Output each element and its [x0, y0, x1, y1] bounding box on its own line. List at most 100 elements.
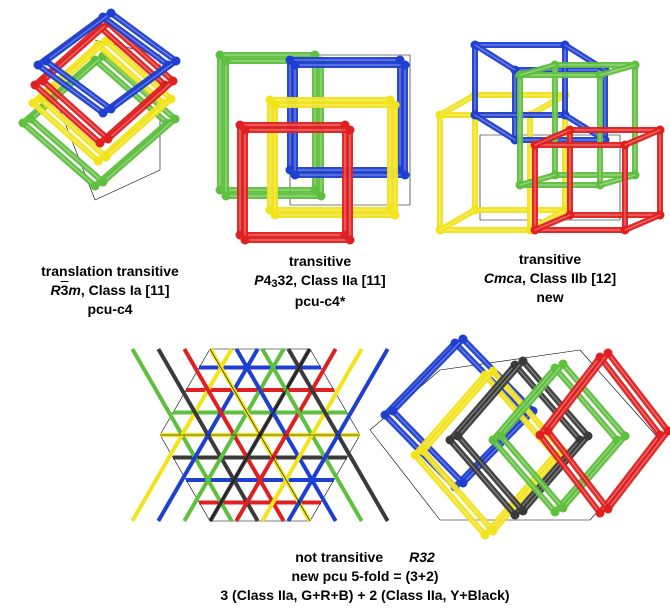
caption-a-line3: pcu-c4 [87, 301, 133, 317]
ring-green-inner-v3-node [221, 191, 231, 201]
ring-yellow-inner-edge1-rod [490, 448, 566, 534]
ring-blue-inner-edge0-rod-highlight [110, 12, 177, 62]
ring-yellow-inner-v1-node [390, 100, 400, 110]
ring-red-outer-edge2-rod-highlight [539, 434, 601, 514]
cube-red-depth0-rod-highlight [534, 129, 571, 146]
caption-b-line1: transitive [288, 253, 352, 269]
ring-green-outer-edge0-rod-highlight [554, 367, 618, 441]
ring-blue-inner-v1-node [400, 60, 410, 70]
ring-green-inner-v3-node [496, 431, 506, 441]
ring-yellow-inner-edge2-rod [38, 96, 109, 160]
ring-yellow-inner-v3-node [270, 210, 280, 220]
ring-red-inner-edge1-rod-highlight [607, 430, 669, 510]
ring-blue-inner-v0-node [290, 60, 300, 70]
caption-b: transitive P4332, Class IIa [11] pcu-c4* [210, 252, 430, 311]
ring-red-inner-edge3-rod-highlight [547, 352, 609, 432]
ring-black-inner-edge0-rod [520, 358, 591, 439]
hex-spoke5 [209, 434, 261, 522]
ring-black-outer-edge0-rod [512, 362, 583, 443]
ring-green-inner-edge2-rod-highlight [30, 118, 104, 183]
caption-d-line1a: not transitive [295, 549, 384, 565]
ring-yellow-outer-edge2-rod-highlight [32, 102, 99, 162]
ring-blue-inner-edge1-rod-highlight [110, 60, 177, 110]
ring-green-inner-edge2-rod-highlight [500, 435, 564, 509]
ring-black-inner-v1-node [583, 431, 593, 441]
ring-black-inner-v0-node [518, 356, 528, 366]
caption-b-line2: P4332, Class IIa [11] [210, 271, 430, 292]
ring-yellow-outer-edge2-rod [412, 452, 488, 538]
ring-green-inner-v0-node [221, 56, 231, 66]
ring-yellow-inner-edge1-rod [103, 96, 174, 160]
panel-c-diagram [435, 40, 665, 235]
ring-blue-inner-v3-node [41, 56, 51, 66]
cube-yellow-depth1-rod-highlight [529, 94, 566, 116]
ring-yellow-inner-edge2-rod-highlight [40, 98, 107, 158]
cube-blue-depth3-rod-highlight [474, 114, 516, 141]
ring-yellow-outer-v2-node [480, 530, 490, 540]
ring-yellow-outer-edge2-rod [30, 100, 101, 164]
caption-c-line3: new [536, 289, 564, 305]
ring-green-inner-v0-node [558, 359, 568, 369]
ring-yellow-inner-edge2-rod [420, 448, 496, 534]
ring-red-inner-v2-node [603, 504, 613, 514]
ring-black-outer-v3-node [445, 435, 455, 445]
ring-black-outer-edge2-rod-highlight [449, 439, 516, 516]
caption-b-line3: pcu-c4* [294, 293, 346, 309]
ring-yellow-outer-edge3-rod [412, 372, 488, 458]
caption-c-line2: Cmca, Class IIb [12] [440, 269, 660, 288]
cube-green-depth2-rod-highlight [599, 174, 636, 186]
ring-yellow-inner-v3-node [36, 94, 46, 104]
ring-blue-inner-v2-node [458, 478, 468, 488]
ring-blue-inner-v0-node [106, 8, 116, 18]
cell-line [94, 169, 161, 201]
ring-red-outer-edge3-rod-highlight [539, 356, 601, 436]
ring-red-outer-edge2-rod [537, 432, 603, 516]
ring-red-outer-v3-node [535, 430, 545, 440]
ring-blue-inner-v0-node [458, 334, 468, 344]
ring-red-inner-v2-node [103, 134, 113, 144]
ring-yellow-inner-edge1-rod-highlight [105, 98, 172, 158]
ring-green-inner-edge1-rod [100, 116, 178, 185]
ring-blue-inner-edge3-rod [390, 336, 466, 414]
ring-green-outer-v2-node [310, 185, 320, 195]
ring-red-outer-v2-node [95, 138, 105, 148]
ring-black-outer-edge2-rod [447, 437, 518, 518]
ring-red-outer-edge0-rod-highlight [599, 356, 661, 436]
cube-yellow-depth3-rod [437, 207, 478, 233]
ring-black-outer-edge1-rod [512, 437, 583, 518]
ring-black-outer-v2-node [510, 510, 520, 520]
ring-yellow-outer-edge1-rod [482, 452, 558, 538]
cube-blue-depth3-rod [472, 112, 518, 143]
ring-red-inner-edge3-rod [545, 350, 611, 434]
caption-b-sg-p: P [254, 272, 264, 288]
ring-red-inner-edge2-rod-highlight [547, 430, 609, 510]
ring-black-inner-edge2-rod-highlight [457, 435, 524, 512]
ring-red-inner-v2-node [345, 235, 355, 245]
ring-green-inner-v2-node [316, 191, 326, 201]
ring-yellow-inner-edge3-rod-highlight [422, 370, 494, 452]
ring-yellow-inner-v0-node [270, 100, 280, 110]
cube-red-depth2-rod [622, 212, 663, 233]
ring-blue-inner-v2-node [106, 104, 116, 114]
ring-blue-inner-edge1-rod [108, 58, 179, 112]
ring-red-inner-v3-node [240, 235, 250, 245]
cube-green-depth0-rod [517, 62, 558, 78]
ring-green-inner-edge1-rod-highlight [562, 435, 626, 509]
ring-green-inner-v1-node [620, 431, 630, 441]
ring-red-inner-edge1-rod-highlight [107, 80, 174, 140]
ring-green-outer-edge3-rod [490, 365, 558, 443]
ring-red-inner-edge2-rod-highlight [42, 80, 109, 140]
ring-black-outer-edge0-rod-highlight [514, 364, 581, 441]
ring-red-inner-edge1-rod [105, 78, 176, 142]
caption-b-sg-32: 32 [277, 272, 294, 288]
panel-c-structure [420, 40, 670, 260]
ring-red-inner-edge2-rod [40, 78, 111, 142]
cube-blue-depth0-rod-highlight [474, 44, 516, 71]
ring-red-outer-edge2-rod-highlight [34, 84, 101, 144]
caption-c: transitive Cmca, Class IIb [12] new [440, 250, 660, 307]
ring-green-outer-v2-node [90, 181, 100, 191]
ring-red-inner-edge0-rod [605, 350, 670, 434]
cube-green-depth1-rod-highlight [599, 64, 636, 76]
ring-green-outer-v3-node [18, 118, 28, 128]
